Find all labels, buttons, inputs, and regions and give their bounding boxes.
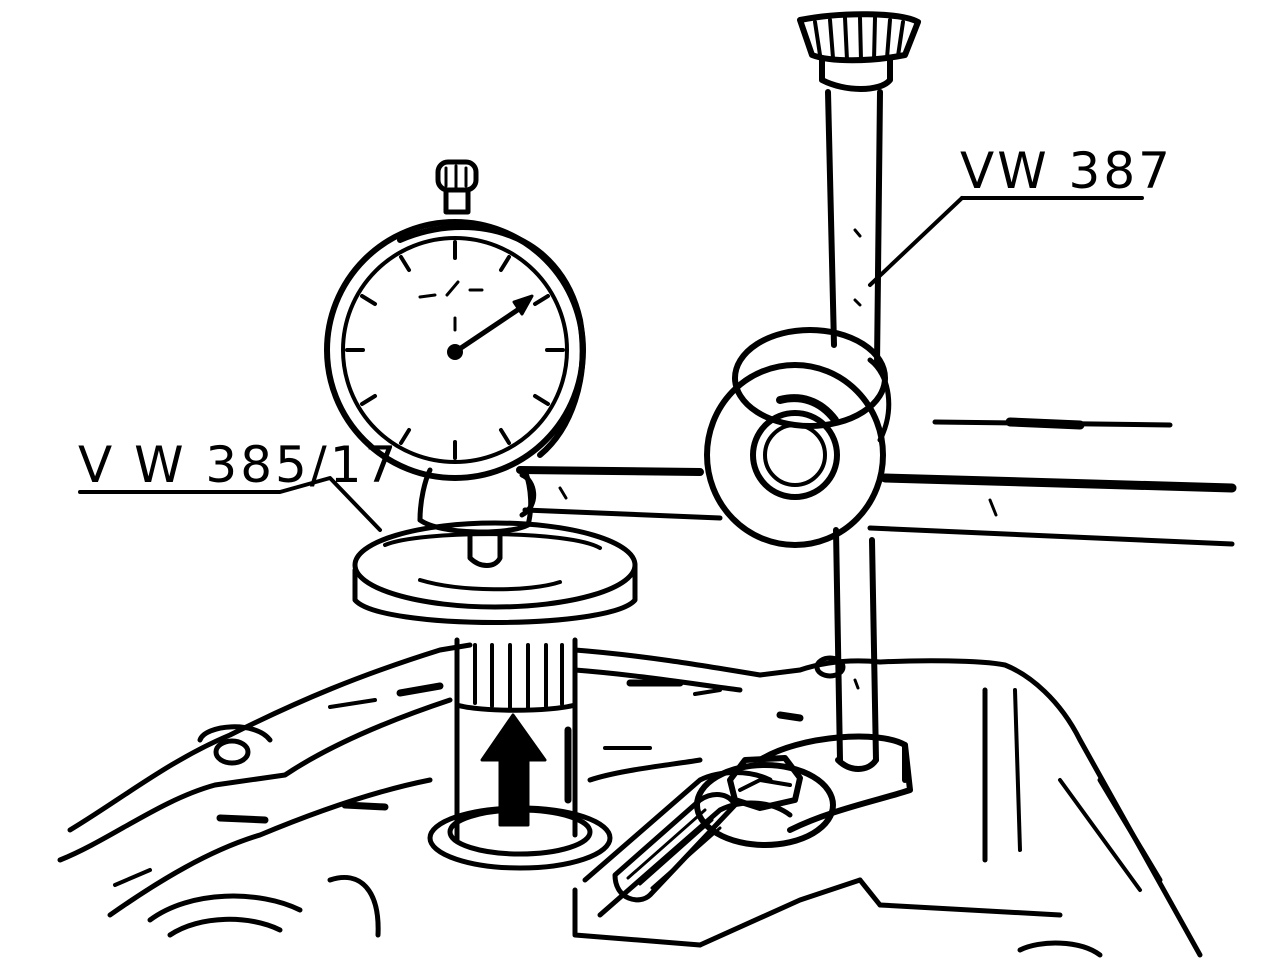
dial-ticks: [345, 240, 565, 460]
label-vw-387: VW 387: [960, 142, 1173, 200]
dial-gauge: [324, 159, 586, 568]
transmission-housing: [57, 642, 1203, 958]
rod-clamp: [704, 327, 892, 548]
stand-rod: [797, 11, 921, 772]
measuring-plate: [352, 520, 638, 625]
upward-arrow-icon: [480, 713, 547, 827]
dial-pointer: [452, 302, 528, 355]
label-vw-385-17: V W 385/17: [78, 436, 399, 494]
horizontal-arm: [516, 417, 1237, 547]
leader-lines: [78, 196, 1144, 532]
stand-base: [694, 733, 913, 848]
